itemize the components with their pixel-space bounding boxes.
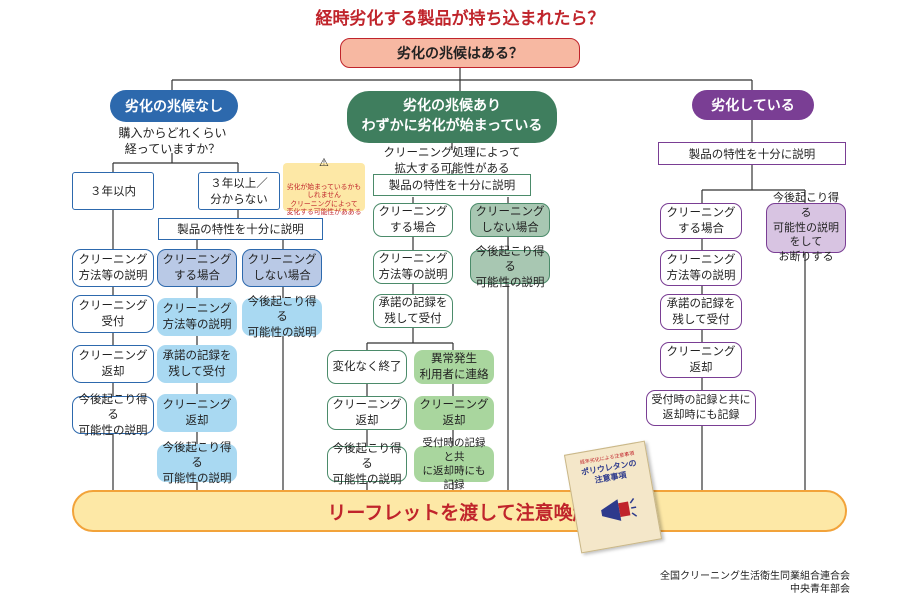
center-ok-item: 変化なく終了 — [327, 350, 407, 384]
left-col2-item: 今後起こり得る 可能性の説明 — [157, 440, 237, 485]
left-col3-item: クリーニング しない場合 — [242, 249, 322, 287]
left-col1-item: クリーニング 受付 — [72, 295, 154, 333]
question-box: 劣化の兆候はある？ — [340, 38, 580, 68]
left-question: 購入からどれくらい 経っていますか？ — [118, 126, 227, 157]
center-ng-item: クリーニング 返却 — [414, 396, 494, 430]
left-col1-item: 今後起こり得る 可能性の説明 — [72, 392, 154, 437]
warning-icon: ⚠ — [319, 156, 329, 169]
page-title: 経時劣化する製品が持ち込まれたら？ — [315, 9, 605, 29]
left-col2-item: クリーニング 方法等の説明 — [157, 298, 237, 336]
warning-text: 劣化が始まっているかも しれません クリーニングによって 変化する可能性があある — [286, 183, 362, 216]
left-col2-item: クリーニング する場合 — [157, 249, 237, 287]
center-explain: 製品の特性を十分に説明 — [373, 174, 531, 196]
right-clean-item: 受付時の記録と共に 返却時にも記録 — [646, 390, 756, 426]
right-clean-item: クリーニング 返却 — [660, 342, 742, 378]
leaflet-image: 経年劣化による注意事項 ポリウレタンの 注意事項 — [563, 440, 663, 554]
within-3-years: ３年以内 — [72, 172, 154, 210]
center-ng-item: 異常発生 利用者に連絡 — [414, 350, 494, 384]
over-3-years: ３年以上／ 分からない — [198, 172, 280, 210]
center-clean-item: クリーニング する場合 — [373, 203, 453, 237]
left-col1-item: クリーニング 方法等の説明 — [72, 249, 154, 287]
center-note: クリーニング処理によって 拡大する可能性がある — [383, 145, 521, 175]
leaflet-bar: リーフレットを渡して注意喚起 — [72, 490, 847, 532]
center-clean-item: 承諾の記録を 残して受付 — [373, 294, 453, 328]
left-col2-item: クリーニング 返却 — [157, 394, 237, 432]
right-clean-item: 承諾の記録を 残して受付 — [660, 294, 742, 330]
footer-org: 全国クリーニング生活衛生同業組合連合会 — [660, 571, 850, 582]
center-ok-item: クリーニング 返却 — [327, 396, 407, 430]
right-refuse-item: 今後起こり得る 可能性の説明をして お断りする — [766, 191, 846, 263]
left-col1-item: クリーニング 返却 — [72, 345, 154, 383]
left-col2-item: 承諾の記録を 残して受付 — [157, 345, 237, 383]
right-clean-item: クリーニング する場合 — [660, 203, 742, 239]
left-col3-item: 今後起こり得る 可能性の説明 — [242, 294, 322, 339]
center-no-clean-item: クリーニング しない場合 — [470, 203, 550, 237]
center-header: 劣化の兆候あり わずかに劣化が始まっている — [347, 91, 557, 143]
right-header: 劣化している — [692, 90, 814, 120]
right-explain: 製品の特性を十分に説明 — [658, 142, 846, 165]
footer-division: 中央青年部会 — [790, 584, 850, 595]
megaphone-icon — [595, 492, 640, 528]
left-explain: 製品の特性を十分に説明 — [158, 218, 323, 240]
left-header: 劣化の兆候なし — [110, 90, 238, 122]
right-clean-item: クリーニング 方法等の説明 — [660, 250, 742, 286]
center-clean-item: クリーニング 方法等の説明 — [373, 250, 453, 284]
center-ng-item: 受付時の記録と共 に返却時にも記録 — [414, 437, 494, 491]
warning-note: ⚠ 劣化が始まっているかも しれません クリーニングによって 変化する可能性があ… — [283, 156, 365, 216]
center-no-clean-item: 今後起こり得る 可能性の説明 — [470, 244, 550, 289]
center-ok-item: 今後起こり得る 可能性の説明 — [327, 441, 407, 486]
